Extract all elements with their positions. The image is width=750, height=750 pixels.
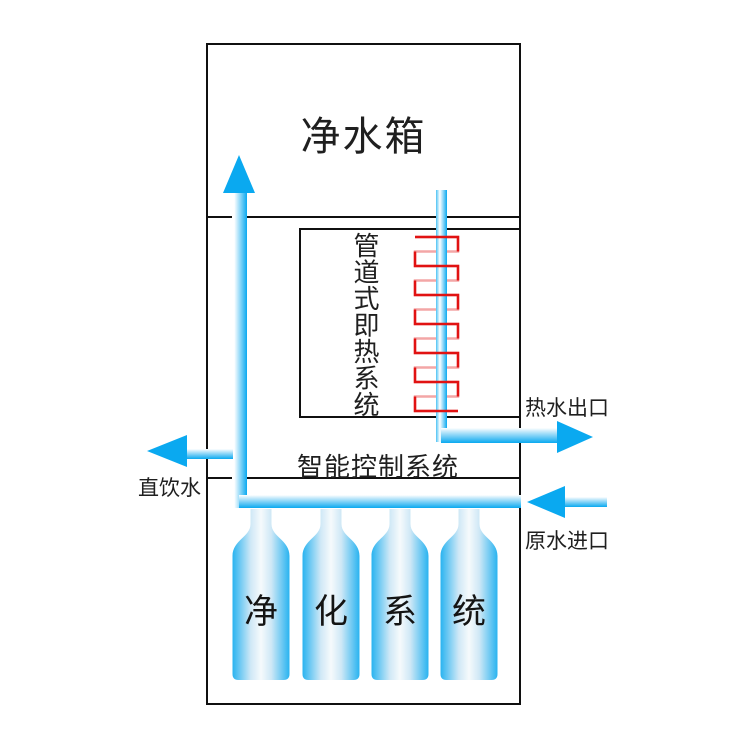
heater-label: 管道式即热系统 xyxy=(349,232,379,418)
raw-water-feed-pipe xyxy=(564,497,607,507)
raw-water-inlet-label: 原水进口 xyxy=(525,529,609,553)
drinking-water-label: 直饮水 xyxy=(138,476,201,500)
hot-water-riser-pipe xyxy=(436,190,447,442)
bottle-char-1: 净 xyxy=(244,592,278,632)
filter-bottle-4 xyxy=(440,509,498,680)
drinking-water-pipe xyxy=(186,449,233,459)
tank-label: 净水箱 xyxy=(300,114,427,160)
drinking-water-arrow xyxy=(147,435,187,467)
bottle-char-2: 化 xyxy=(314,592,348,632)
heating-coil-front xyxy=(413,235,460,413)
raw-water-arrow xyxy=(527,486,565,518)
filter-bottle-1 xyxy=(232,509,290,680)
filter-bottle-3 xyxy=(371,509,429,680)
hot-water-arrow xyxy=(557,421,593,453)
heater-box-outline xyxy=(299,228,521,418)
control-system-label: 智能控制系统 xyxy=(297,453,460,483)
bottle-char-3: 系 xyxy=(383,592,417,632)
filter-bottles xyxy=(232,509,498,680)
raw-water-inlet-pipe xyxy=(239,495,521,508)
hot-water-outlet-label: 热水出口 xyxy=(525,396,609,420)
bottle-char-4: 统 xyxy=(452,592,486,632)
up-arrow xyxy=(223,155,255,193)
hot-water-outlet-pipe xyxy=(441,428,558,443)
filter-bottle-2 xyxy=(302,509,360,680)
purified-water-riser-pipe xyxy=(232,192,247,508)
